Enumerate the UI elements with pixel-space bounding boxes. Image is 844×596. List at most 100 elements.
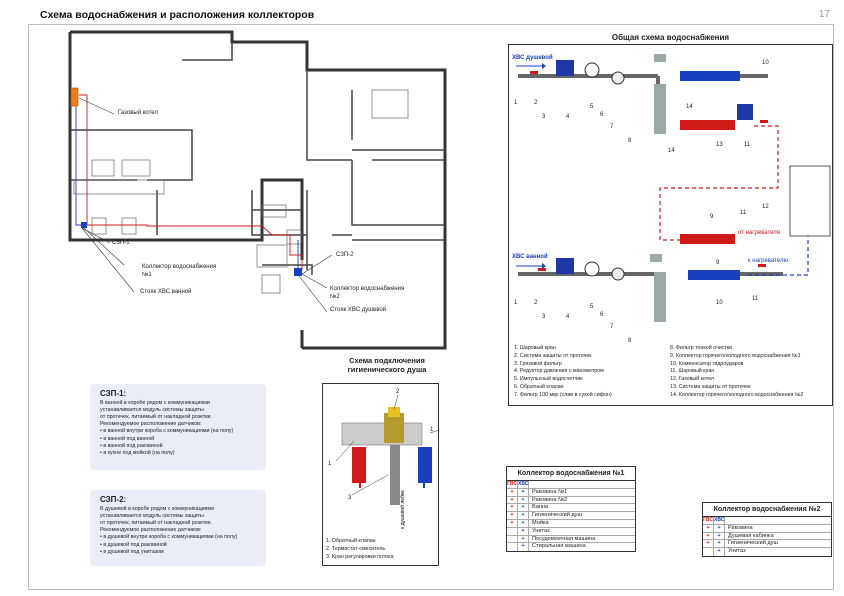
from-heater-label: от нагревателя bbox=[738, 230, 781, 236]
table-row: ++Раковина №2 bbox=[507, 496, 635, 505]
table-row: ++Раковина bbox=[703, 524, 831, 533]
cold-mark: + bbox=[714, 540, 725, 548]
hot-mark: + bbox=[507, 488, 518, 496]
svg-text:11: 11 bbox=[740, 210, 747, 216]
svg-text:10: 10 bbox=[762, 60, 769, 66]
shower-legend: 1. Обратный клапан 2. Термостат-смесител… bbox=[326, 538, 394, 561]
szp1-text: от протечек, питаемый от накладной розет… bbox=[100, 414, 212, 421]
table-row: ++Гигиенический душ bbox=[507, 512, 635, 520]
svg-text:8: 8 bbox=[628, 338, 632, 344]
szp1-label: СЗП-1 bbox=[112, 240, 130, 246]
collector1-table: Коллектор водоснабжения №1 ГВС ХВС ++Рак… bbox=[506, 466, 636, 553]
svg-text:5: 5 bbox=[590, 304, 594, 310]
svg-text:3: 3 bbox=[542, 114, 546, 120]
szp1-text: устанавливается модуль системы защиты bbox=[100, 407, 204, 414]
legend-item: 6. Обратный клапан bbox=[514, 383, 564, 390]
svg-text:2: 2 bbox=[534, 300, 538, 306]
fixture-name: Унитаз bbox=[532, 527, 550, 534]
svg-text:4: 4 bbox=[566, 314, 570, 320]
table-row: +Посудомоечная машина bbox=[507, 535, 635, 544]
szp2-text: от протечек, питаемый от накладной розет… bbox=[100, 520, 212, 527]
legend-item: 12. Газовый котел bbox=[670, 376, 715, 383]
riser-shower-label: Стояк ХВС душевой bbox=[330, 307, 387, 313]
table-row: ++Душевая кабинка bbox=[703, 532, 831, 541]
hot-mark bbox=[507, 527, 518, 535]
hot-mark: + bbox=[703, 532, 714, 540]
fixture-name: Ванна bbox=[532, 504, 549, 511]
szp2-text: В душевой в коробе рядом с коммуникациям… bbox=[100, 506, 215, 513]
table-row: +Унитаз bbox=[703, 548, 831, 556]
svg-text:1: 1 bbox=[514, 300, 518, 306]
shower-legend-item: 2. Термостат-смеситель bbox=[326, 545, 386, 552]
collector1-header-row: ГВС ХВС bbox=[507, 481, 635, 489]
szp1-item: в ванной под ванной bbox=[100, 436, 256, 443]
shower-num-1b: 1 bbox=[328, 461, 332, 467]
hvs-shower-label: ХВС душевой bbox=[512, 55, 553, 61]
szp1-item: в ванной под раковиной bbox=[100, 443, 256, 450]
cold-mark: + bbox=[518, 527, 529, 535]
svg-text:9: 9 bbox=[716, 260, 720, 266]
cold-mark: + bbox=[518, 504, 529, 512]
cold-mark: + bbox=[518, 519, 529, 527]
collector1-title: Коллектор водоснабжения №1 bbox=[507, 467, 635, 481]
szp2-text: устанавливается модуль системы защиты bbox=[100, 513, 204, 520]
cold-mark: + bbox=[518, 496, 529, 504]
svg-text:11: 11 bbox=[744, 142, 751, 148]
page-frame bbox=[28, 24, 834, 590]
fixture-name: Гигиенический душ bbox=[728, 540, 778, 547]
shower-legend-item: 1. Обратный клапан bbox=[326, 538, 376, 544]
scheme-legend-right: 8. Фильтр тонкой очистки 9. Коллектор го… bbox=[670, 345, 804, 400]
hot-mark bbox=[507, 535, 518, 543]
to-heater-label: к нагревателю bbox=[748, 258, 788, 264]
fixture-name: Унитаз bbox=[728, 548, 746, 555]
svg-text:4: 4 bbox=[566, 114, 570, 120]
cold-mark: + bbox=[714, 532, 725, 540]
svg-text:2: 2 bbox=[534, 100, 538, 106]
legend-item: 11. Шаровый кран bbox=[670, 368, 715, 375]
svg-text:9: 9 bbox=[710, 214, 714, 220]
svg-text:1: 1 bbox=[514, 100, 518, 106]
scheme-box bbox=[508, 44, 833, 406]
shower-title: Схема подключения гигиенического душа bbox=[322, 356, 452, 374]
scheme-title: Общая схема водоснабжения bbox=[611, 33, 730, 42]
legend-item: 10. Компенсатор гидроударов bbox=[670, 360, 744, 367]
svg-text:6: 6 bbox=[600, 312, 604, 318]
szp2-label: СЗП-2 bbox=[336, 252, 354, 258]
col-hot: ГВС bbox=[507, 481, 518, 488]
szp2-item: в душевой под раковиной bbox=[100, 542, 256, 549]
shower-title-line1: Схема подключения bbox=[349, 356, 425, 365]
fixture-name: Гигиенический душ bbox=[532, 512, 582, 519]
fixture-name: Стиральная машина bbox=[532, 543, 586, 550]
szp2-item: в душевой внутри короба с коммуникациями… bbox=[100, 534, 256, 541]
svg-text:13: 13 bbox=[716, 142, 723, 148]
table-row: ++Гигиенический душ bbox=[703, 540, 831, 549]
table-row: +Стиральная машина bbox=[507, 543, 635, 552]
collector2-label: Коллектор водоснабжения №2 bbox=[330, 286, 405, 300]
col-cold: ХВС bbox=[714, 517, 725, 524]
table-row: +Унитаз bbox=[507, 527, 635, 536]
hot-mark: + bbox=[507, 519, 518, 527]
table-row: ++Ванна bbox=[507, 504, 635, 513]
hot-mark bbox=[507, 543, 518, 552]
fixture-name: Душевая кабинка bbox=[728, 532, 774, 539]
svg-text:10: 10 bbox=[716, 300, 723, 306]
svg-text:11: 11 bbox=[752, 296, 759, 302]
hose-label: к душевой лейке bbox=[399, 490, 406, 529]
cold-mark: + bbox=[518, 543, 529, 552]
svg-text:6: 6 bbox=[600, 112, 604, 118]
collector2-table: Коллектор водоснабжения №2 ГВС ХВС ++Рак… bbox=[702, 502, 832, 557]
svg-text:3: 3 bbox=[542, 314, 546, 320]
shower-legend-item: 3. Кран регулировки потока bbox=[326, 553, 394, 560]
szp1-title: СЗП-1: bbox=[100, 389, 127, 398]
szp2-title: СЗП-2: bbox=[100, 495, 127, 504]
cold-mark: + bbox=[518, 488, 529, 496]
szp1-item: в кухне под мойкой (на полу) bbox=[100, 450, 256, 457]
col-hot: ГВС bbox=[703, 517, 714, 524]
legend-item: 4. Редуктор давления с манометром bbox=[514, 368, 604, 375]
fixture-name: Посудомоечная машина bbox=[532, 535, 596, 542]
hot-mark: + bbox=[703, 524, 714, 532]
page-title: Схема водоснабжения и расположения колле… bbox=[40, 9, 315, 21]
cold-mark: + bbox=[518, 512, 529, 519]
svg-text:14: 14 bbox=[686, 104, 693, 110]
